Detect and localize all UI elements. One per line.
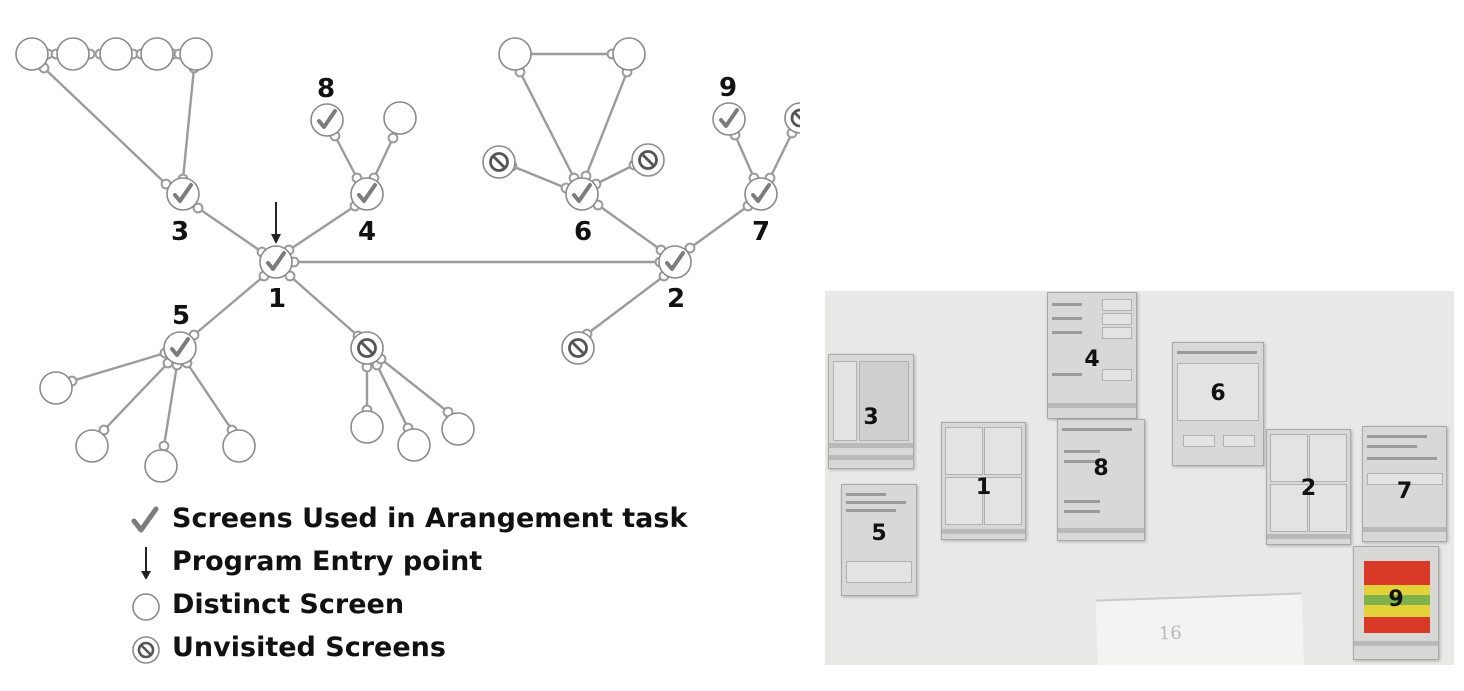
screen-card-1: 1 <box>941 422 1026 540</box>
circle-icon <box>132 593 160 621</box>
screen-card-label: 1 <box>975 475 992 500</box>
distinct-screen-node <box>39 371 73 405</box>
screen-card-8: 8 <box>1057 419 1145 541</box>
distinct-screen-node <box>397 428 431 462</box>
distinct-screen-node <box>441 412 475 446</box>
unvisited-screen-node <box>482 145 516 179</box>
edges <box>38 48 798 452</box>
distinct-screen-node <box>144 449 178 483</box>
entry-arrow <box>271 202 281 244</box>
node-label-6: 6 <box>574 217 592 247</box>
node-7 <box>744 177 778 211</box>
node-label-9: 9 <box>719 73 737 103</box>
arrow-down-icon <box>141 547 151 579</box>
node-3 <box>166 177 200 211</box>
unvisited-screen-node <box>561 331 595 365</box>
unvisited-screen-node <box>784 102 800 134</box>
node-6 <box>565 177 599 211</box>
screen-card-label: 4 <box>1084 347 1100 372</box>
screen-card-label: 3 <box>863 405 879 430</box>
unvisited-nodes <box>350 102 800 365</box>
screen-card-9: 9 <box>1353 546 1439 660</box>
node-label-1: 1 <box>268 284 286 314</box>
screen-card-7: 7 <box>1362 426 1447 542</box>
node-9 <box>712 102 746 136</box>
screen-card-label: 2 <box>1300 476 1317 501</box>
screen-card-label: 9 <box>1388 587 1404 612</box>
screen-card-4: 4 <box>1047 292 1137 419</box>
nodes <box>15 37 646 483</box>
node-label-2: 2 <box>667 284 685 314</box>
node-label-5: 5 <box>172 301 190 331</box>
check-icon <box>131 506 159 533</box>
screen-card-5: 5 <box>841 484 917 596</box>
screen-card-label: 8 <box>1093 456 1109 481</box>
node-8 <box>310 103 344 137</box>
node-label-3: 3 <box>171 217 189 247</box>
unvisited-screen-node <box>350 331 384 365</box>
legend-label-distinct: Distinct Screen <box>172 589 405 620</box>
screen-card-3: 3 <box>828 354 914 469</box>
checked-nodes <box>163 102 778 365</box>
node-label-7: 7 <box>752 217 770 247</box>
no-entry-icon <box>132 636 160 664</box>
screen-card-label: 7 <box>1396 479 1413 504</box>
screen-card-label: 6 <box>1210 381 1226 406</box>
distinct-screen-node <box>15 37 49 71</box>
legend-label-entry: Program Entry point <box>172 546 483 577</box>
distinct-screen-node <box>222 429 256 463</box>
node-5 <box>163 331 197 365</box>
paper-text: 16 <box>1158 622 1183 645</box>
node-label-8: 8 <box>317 74 335 104</box>
legend-label-unvisited: Unvisited Screens <box>172 632 446 663</box>
paper-sheet: 16 <box>1095 592 1305 665</box>
unvisited-screen-node <box>631 143 665 177</box>
distinct-screen-node <box>612 37 646 71</box>
distinct-screen-node <box>75 429 109 463</box>
node-1 <box>259 245 293 279</box>
arrangement-photo: 3 5 1 4 8 <box>825 291 1454 665</box>
screen-card-2: 2 <box>1266 429 1351 545</box>
distinct-screen-node <box>99 37 133 71</box>
screen-card-label: 5 <box>871 521 887 546</box>
distinct-screen-node <box>179 37 213 71</box>
screen-card-6: 6 <box>1172 342 1264 466</box>
distinct-screen-node <box>56 37 90 71</box>
node-label-4: 4 <box>358 217 376 247</box>
legend-label-used: Screens Used in Arangement task <box>172 503 688 534</box>
distinct-screen-node <box>498 37 532 71</box>
distinct-screen-node <box>140 37 174 71</box>
node-4 <box>350 177 384 211</box>
distinct-screen-node <box>383 101 417 135</box>
node-2 <box>658 245 692 279</box>
screen-flow-diagram: 1 2 3 4 5 6 7 8 9 <box>15 37 800 483</box>
distinct-screen-node <box>350 410 384 444</box>
